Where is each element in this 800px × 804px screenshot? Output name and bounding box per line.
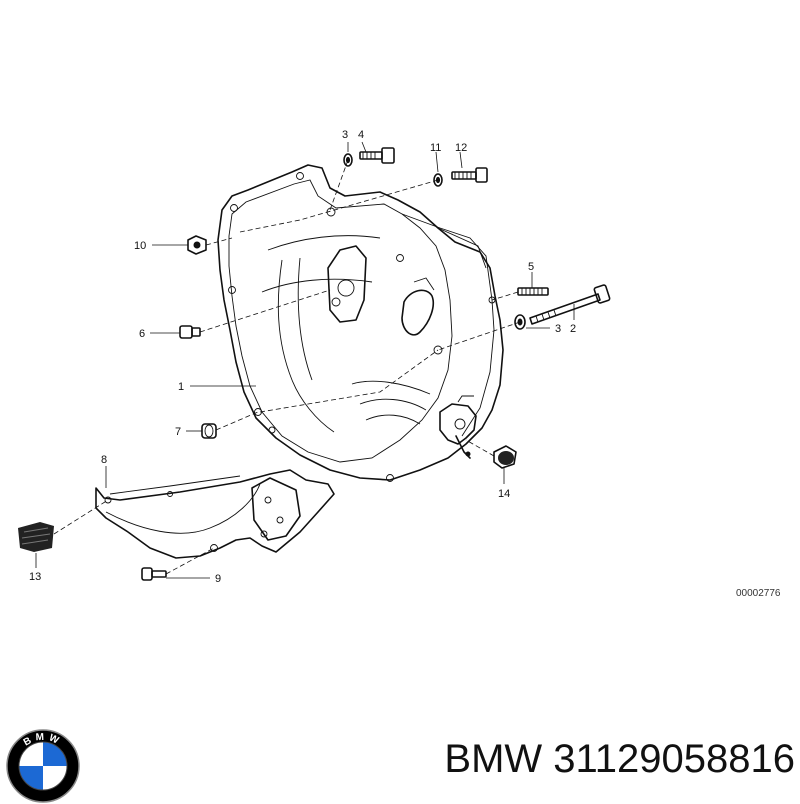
callout-5: 5 [528, 261, 534, 273]
callout-13: 13 [29, 571, 41, 583]
assembly-lines [53, 159, 521, 575]
callout-10: 10 [134, 240, 146, 252]
callout-8: 8 [101, 454, 107, 466]
nut-part-10 [187, 235, 207, 255]
callout-1: 1 [178, 381, 184, 393]
bolt-part-9 [141, 567, 167, 581]
callout-2: 2 [570, 323, 576, 335]
callout-9: 9 [215, 573, 221, 585]
callout-4: 4 [358, 129, 364, 141]
bolt-part-12 [451, 167, 488, 183]
leader-lines [35, 141, 575, 579]
bell-housing-part [217, 164, 504, 482]
bolt-part-4 [359, 147, 395, 164]
bmw-logo: BMW [6, 729, 80, 803]
callout-3-right: 3 [555, 323, 561, 335]
grommet-part-13 [18, 522, 54, 552]
sleeve-part-7 [201, 423, 217, 439]
callout-3-top: 3 [342, 129, 348, 141]
stud-part-5 [517, 287, 549, 296]
callout-11: 11 [430, 142, 441, 154]
part-number-caption: BMW 31129058816 [444, 737, 795, 781]
dowel-part-6 [179, 325, 201, 339]
callout-6: 6 [139, 328, 145, 340]
callout-14: 14 [498, 488, 510, 500]
diagram-reference-code: 00002776 [736, 588, 781, 599]
dust-cover-plate-part [95, 469, 335, 559]
plug-part-14 [493, 445, 517, 469]
flange-bolt-holes [228, 172, 443, 482]
callout-12: 12 [455, 142, 467, 154]
callout-7: 7 [175, 426, 181, 438]
callout-labels: 3 4 11 12 10 6 1 7 8 9 13 5 3 2 14 [29, 129, 576, 585]
long-bolt-part-2 [529, 284, 611, 325]
